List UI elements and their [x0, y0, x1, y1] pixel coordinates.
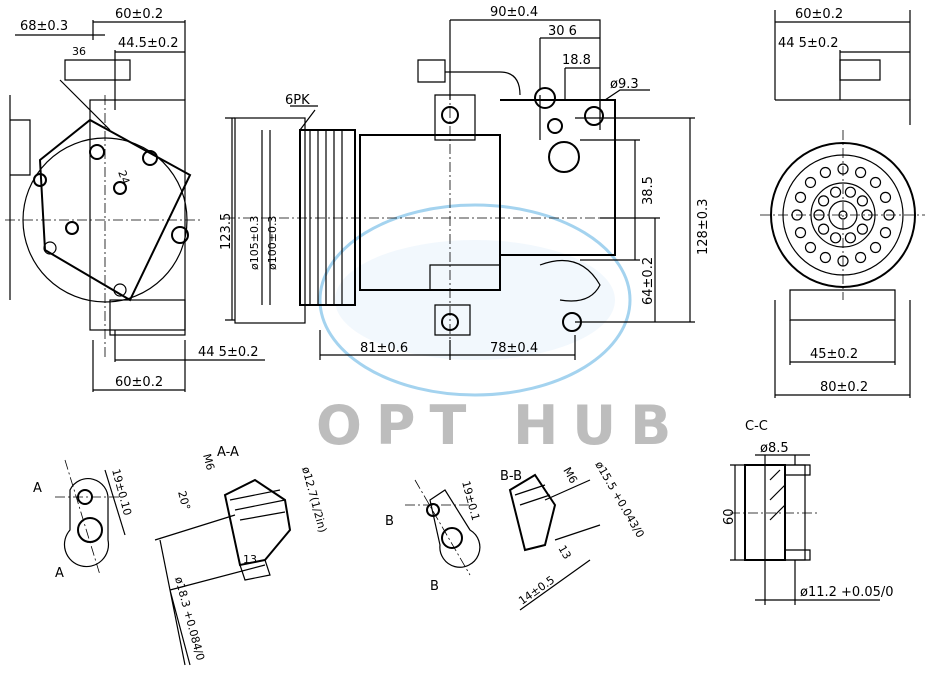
clutch-hole: [794, 227, 807, 239]
clutch-hole: [879, 191, 892, 203]
dim-label: 30 6: [548, 24, 577, 39]
dim-label: 19±0.1: [459, 479, 482, 522]
dim-label: 90±0.4: [490, 5, 538, 20]
section-mark: B: [430, 579, 439, 594]
left-view: 68±0.3 60±0.2 44.5±0.2 36 24 44 5±0.2 60…: [5, 7, 265, 392]
clutch-hole: [804, 241, 817, 254]
dim-label: M6: [560, 465, 580, 486]
dim-label: 60±0.2: [115, 7, 163, 22]
dim-label: 13: [243, 553, 257, 566]
section-mark: A: [55, 566, 64, 581]
right-view: 60±0.2 44 5±0.2 45±0.2 80±0.2: [760, 7, 925, 398]
watermark-text: OPT HUB: [316, 394, 685, 457]
clutch-hole: [829, 232, 842, 244]
dim-label: ø15.5 +0.043/0: [592, 459, 646, 540]
dim-label: ø11.2 +0.05/0: [800, 585, 894, 600]
dim-label: 44.5±0.2: [118, 36, 179, 51]
dim-label: 81±0.6: [360, 341, 408, 356]
dim-label: 36: [72, 45, 86, 58]
clutch-hole: [856, 195, 869, 207]
dim-label: 20°: [175, 489, 193, 511]
section-title: B-B: [500, 469, 522, 484]
dim-label: ø9.3: [610, 77, 639, 92]
clutch-hole: [817, 195, 830, 207]
dim-label: 60±0.2: [115, 375, 163, 390]
dim-label: M6: [200, 452, 217, 471]
dim-label: 60±0.2: [795, 7, 843, 22]
clutch-hole: [869, 241, 882, 254]
section-title: C-C: [745, 419, 768, 434]
dim-label: 128±0.3: [696, 199, 711, 255]
clutch-hole: [855, 166, 867, 179]
dim-label: 64±0.2: [641, 257, 656, 305]
belt-label: 6PK: [285, 93, 310, 108]
section-mark: B: [385, 514, 394, 529]
dim-label: 45±0.2: [810, 347, 858, 362]
clutch-hole: [869, 176, 882, 189]
dim-label: ø100±0.3: [266, 216, 279, 270]
dim-label: 78±0.4: [490, 341, 538, 356]
clutch-hole: [819, 166, 831, 179]
dim-label: 19±0.10: [109, 467, 134, 516]
dim-label: 18.8: [562, 53, 591, 68]
clutch-hole: [856, 223, 869, 235]
clutch-hole: [794, 191, 807, 203]
dim-label: ø12.7(1/2in): [299, 465, 329, 534]
dim-label: ø8.5: [760, 441, 789, 456]
clutch-hole: [819, 251, 831, 264]
detail-a: A A 19±0.10 A-A M6 20° ø12.7(1/2in) 13 ø…: [33, 445, 329, 666]
clutch-hole: [844, 186, 857, 198]
dim-label: 68±0.3: [20, 19, 68, 34]
clutch-hole: [844, 232, 857, 244]
detail-b: B B 19±0.1 B-B M6 ø15.5 +0.043/0 13 14±0…: [385, 459, 647, 611]
dim-label: 80±0.2: [820, 380, 868, 395]
dim-label: 123.5: [219, 213, 234, 250]
dim-label: 44 5±0.2: [778, 36, 839, 51]
section-mark: A: [33, 481, 42, 496]
dim-label: 44 5±0.2: [198, 345, 259, 360]
dim-label: ø105±0.3: [248, 216, 261, 270]
dim-label: 13: [555, 543, 573, 562]
dim-label: 24: [115, 169, 132, 187]
detail-c: C-C ø8.5 60 ø11.2 +0.05/0: [722, 419, 894, 605]
clutch-hole: [829, 186, 842, 198]
dim-label: 60: [722, 508, 737, 525]
dim-label: 14±0.5: [516, 573, 557, 607]
dim-label: 38.5: [641, 176, 656, 205]
section-title: A-A: [217, 445, 239, 460]
clutch-hole: [855, 251, 867, 264]
watermark-logo: OPT HUB: [316, 203, 685, 457]
side-view: 6PK 90±0.4 30 6 18.8 ø9.3 123.5 ø105±0.3…: [219, 5, 711, 360]
clutch-hole: [804, 176, 817, 189]
clutch-hole: [879, 227, 892, 239]
clutch-hole: [817, 223, 830, 235]
